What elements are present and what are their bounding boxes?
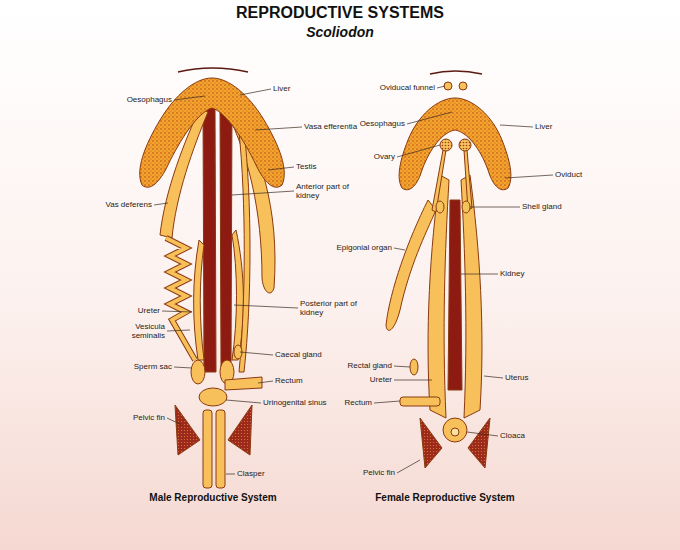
- subtitle: Scoliodon: [306, 24, 374, 40]
- clasper: [203, 410, 212, 488]
- liver: [399, 98, 511, 190]
- leader-line: [174, 96, 205, 100]
- clasper: [216, 410, 225, 488]
- part-label: Kidney: [500, 269, 524, 278]
- kidney: [220, 108, 232, 368]
- part-label: Oesophagus: [360, 119, 405, 128]
- leader-line: [240, 352, 273, 355]
- part-label: Vasa efferentia: [304, 122, 357, 131]
- leader-line: [234, 305, 298, 308]
- figure-caption: Female Reproductive System: [375, 492, 515, 504]
- part-label: Posterior part of kidney: [300, 299, 362, 317]
- figure-caption: Male Reproductive System: [149, 492, 276, 504]
- leader-line: [167, 418, 182, 425]
- leader-line: [397, 460, 420, 473]
- part-label: Rectum: [275, 376, 303, 385]
- leader-line: [470, 207, 520, 208]
- part-label: Anterior part of kidney: [296, 182, 358, 200]
- part-label: Vas deferens: [105, 200, 152, 209]
- part-label: Testis: [296, 162, 316, 171]
- part-label: Sperm sac: [134, 362, 172, 371]
- leader-line: [258, 381, 273, 383]
- top-bar: [430, 71, 482, 74]
- leader-line: [394, 366, 410, 367]
- leader-line: [374, 401, 400, 403]
- vas-deferens: [239, 130, 250, 372]
- leader-line: [500, 125, 533, 127]
- leader-line: [226, 474, 235, 475]
- part-label: Rectum: [344, 398, 372, 407]
- part-label: Ureter: [138, 306, 160, 315]
- part-label: Rectal gland: [348, 361, 392, 370]
- leader-line: [268, 167, 294, 170]
- leader-line: [154, 203, 168, 205]
- oviducal-funnel: [444, 82, 452, 90]
- leader-line: [174, 367, 192, 368]
- oviduct: [432, 150, 446, 212]
- leader-line: [461, 274, 498, 275]
- female-figure: [386, 71, 511, 468]
- leader-line: [407, 112, 452, 124]
- leader-line: [505, 175, 553, 178]
- leader-line: [162, 311, 192, 312]
- leader-line: [255, 127, 302, 130]
- pelvic-fin: [468, 418, 490, 468]
- pelvic-fin: [420, 418, 442, 468]
- leader-line: [167, 330, 190, 331]
- part-label: Urinogenital sinus: [263, 398, 327, 407]
- uterus: [428, 175, 449, 418]
- part-label: Caecal gland: [275, 350, 322, 359]
- part-label: Oviduct: [555, 170, 582, 179]
- kidney: [448, 200, 462, 390]
- part-label: Ovary: [374, 152, 395, 161]
- top-bar: [178, 68, 248, 72]
- liver: [140, 78, 285, 187]
- part-label: Shell gland: [522, 202, 562, 211]
- title: REPRODUCTIVE SYSTEMS: [0, 4, 680, 22]
- part-label: Cloaca: [500, 431, 525, 440]
- leader-line: [232, 191, 294, 195]
- leader-line: [437, 86, 445, 88]
- shell-gland: [462, 201, 470, 213]
- rectum: [400, 397, 440, 406]
- leader-line: [397, 145, 440, 157]
- pelvic-fin: [175, 405, 200, 455]
- part-label: Epigonial organ: [336, 243, 392, 252]
- rectal-gland: [410, 359, 418, 375]
- part-label: Oviducal funnel: [380, 83, 435, 92]
- part-label: Oesophagus: [127, 95, 172, 104]
- cloaca-opening: [451, 428, 459, 436]
- male-figure: [140, 68, 285, 488]
- shell-gland: [436, 201, 444, 213]
- coiled-duct: [166, 238, 195, 360]
- part-label: Liver: [273, 84, 290, 93]
- part-label: Liver: [535, 122, 552, 131]
- leader-line: [467, 432, 498, 436]
- part-label: Pelvic fin: [133, 413, 165, 422]
- leader-line: [394, 248, 405, 250]
- part-label: Vesicula seminalis: [123, 322, 165, 340]
- pelvic-fin: [228, 405, 252, 455]
- leader-line: [484, 376, 503, 378]
- cloaca: [443, 418, 467, 442]
- kidney: [203, 105, 216, 372]
- part-label: Ureter: [370, 375, 392, 384]
- leader-line: [240, 89, 271, 95]
- leader-line: [394, 380, 432, 381]
- ovary: [440, 139, 452, 151]
- urinogenital-sinus: [199, 388, 227, 406]
- rectum: [225, 377, 262, 390]
- part-label: Uterus: [505, 373, 529, 382]
- part-label: Pelvic fin: [363, 468, 395, 477]
- uterus: [461, 175, 482, 418]
- oviducal-funnel: [459, 82, 467, 90]
- leader-line: [226, 400, 261, 403]
- coiled-duct: [166, 238, 195, 360]
- sperm-sac: [191, 360, 205, 384]
- part-label: Clasper: [237, 469, 265, 478]
- kidney-posterior: [194, 240, 204, 360]
- ovary: [459, 139, 471, 151]
